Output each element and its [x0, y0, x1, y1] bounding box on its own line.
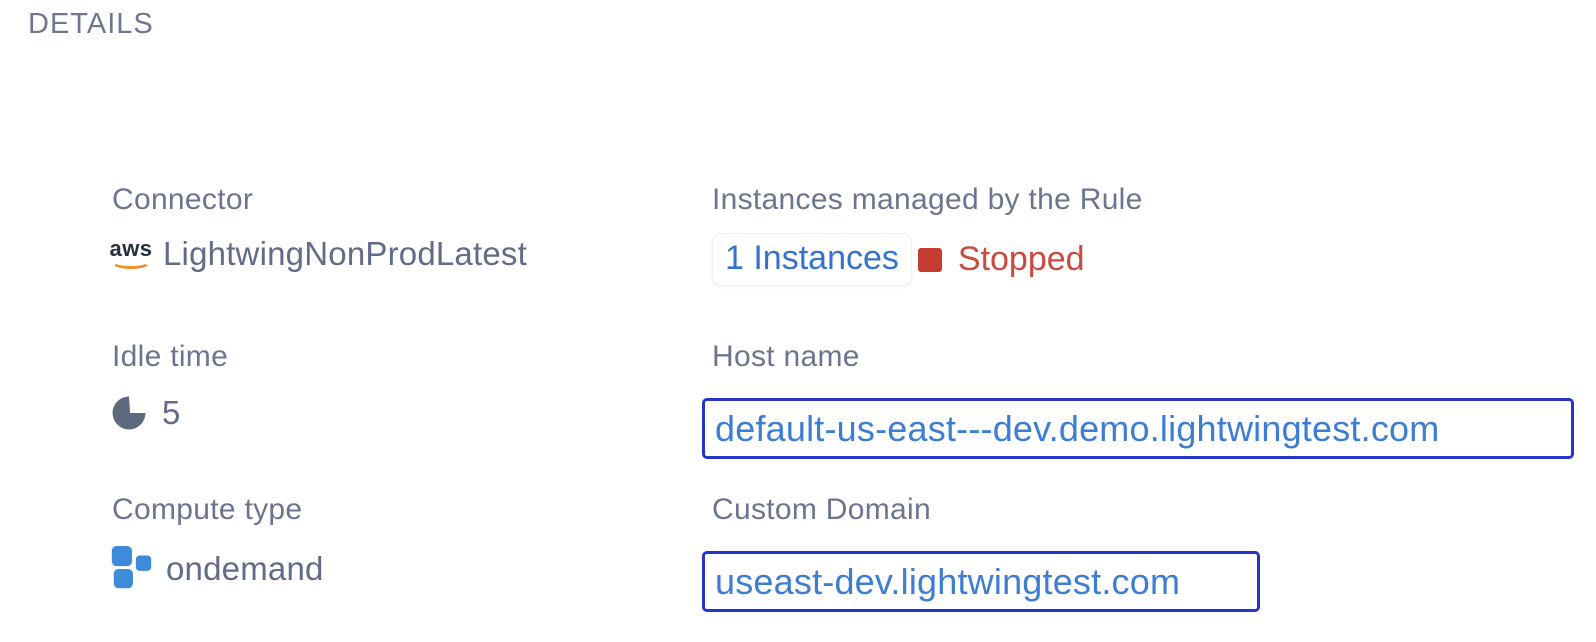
- details-heading: DETAILS: [28, 8, 154, 40]
- custom-domain-field: Custom Domain useast-dev.lightwingtest.c…: [702, 492, 1260, 612]
- connector-label: Connector: [112, 183, 254, 216]
- stopped-status-square-icon: [917, 247, 942, 272]
- custom-domain-url: useast-dev.lightwingtest.com: [715, 560, 1181, 602]
- aws-icon-text: aws: [109, 236, 153, 261]
- compute-type-label: Compute type: [112, 493, 303, 526]
- compute-type-field: Compute type ondemand: [111, 492, 324, 593]
- connector-value: LightwingNonProdLatest: [163, 235, 527, 272]
- instances-field: Instances managed by the Rule 1 Instance…: [712, 182, 1143, 286]
- idle-time-pie-icon: [108, 392, 162, 434]
- host-name-label: Host name: [712, 340, 860, 373]
- aws-icon: aws: [108, 236, 154, 269]
- idle-time-value: 5: [162, 394, 181, 431]
- idle-time-field: Idle time 5: [112, 339, 228, 434]
- compute-type-squares-icon: [108, 545, 166, 593]
- idle-time-label: Idle time: [112, 340, 229, 373]
- compute-type-value: ondemand: [166, 550, 324, 587]
- custom-domain-link-box[interactable]: useast-dev.lightwingtest.com: [702, 551, 1260, 612]
- host-name-link-box[interactable]: default-us-east---dev.demo.lightwingtest…: [702, 398, 1574, 459]
- instances-count-link[interactable]: 1 Instances: [712, 233, 912, 286]
- aws-smile-arc: [111, 255, 151, 269]
- custom-domain-label: Custom Domain: [712, 493, 931, 526]
- instances-count-text: 1 Instances: [725, 239, 899, 277]
- host-name-url: default-us-east---dev.demo.lightwingtest…: [715, 407, 1440, 449]
- connector-field: Connector aws LightwingNonProdLatest: [109, 182, 527, 273]
- instances-label: Instances managed by the Rule: [712, 183, 1143, 216]
- host-name-field: Host name default-us-east---dev.demo.lig…: [702, 339, 1574, 459]
- stopped-status-text: Stopped: [957, 240, 1085, 278]
